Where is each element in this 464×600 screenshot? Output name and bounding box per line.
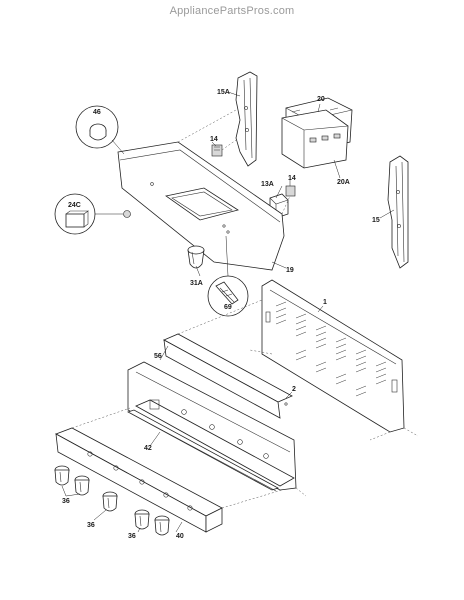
- label-14-upper: 14: [210, 136, 218, 143]
- part-36-knob-c[interactable]: [102, 491, 118, 512]
- part-20a-board[interactable]: [281, 109, 349, 169]
- part-15a-bracket[interactable]: [235, 71, 258, 167]
- label-36-left: 36: [62, 498, 70, 505]
- part-19-control-panel[interactable]: [117, 109, 291, 271]
- label-20a: 20A: [337, 179, 350, 186]
- part-42-trim-strip[interactable]: [126, 409, 280, 492]
- label-42: 42: [144, 445, 152, 452]
- part-15-bracket[interactable]: [387, 155, 409, 269]
- part-1-rear-panel[interactable]: [249, 279, 419, 441]
- part-36-knob-d[interactable]: [134, 509, 150, 530]
- label-36-middle: 36: [87, 522, 95, 529]
- label-20: 20: [317, 96, 325, 103]
- part-14-clip-upper[interactable]: [211, 144, 223, 157]
- label-2: 2: [292, 386, 296, 393]
- label-46: 46: [93, 109, 101, 116]
- watermark: AppliancePartsPros.com: [169, 5, 295, 17]
- label-13a: 13A: [261, 181, 274, 188]
- label-1: 1: [323, 299, 327, 306]
- label-31a: 31A: [190, 280, 203, 287]
- label-15a: 15A: [217, 89, 230, 96]
- callout-circle-24c: [54, 193, 123, 235]
- part-36-knob-b[interactable]: [74, 475, 90, 496]
- callout-circle-69: [207, 235, 249, 317]
- label-40: 40: [176, 533, 184, 540]
- part-2-manifold-panel[interactable]: [127, 361, 307, 497]
- part-36-knob-e[interactable]: [154, 515, 170, 536]
- label-19: 19: [286, 267, 294, 274]
- leader-lines: [61, 91, 395, 533]
- callout-labels: 46 24C 69 15A 14 20 20A 13A 14 15 19 31A…: [62, 89, 380, 540]
- part-14-clip-right[interactable]: [285, 185, 296, 197]
- label-24c: 24C: [68, 202, 81, 209]
- label-15: 15: [372, 217, 380, 224]
- part-40-front-frame[interactable]: [55, 407, 283, 533]
- label-14-right: 14: [288, 175, 296, 182]
- part-36-knob-a[interactable]: [54, 465, 70, 486]
- part-31a-knob[interactable]: [187, 245, 205, 269]
- label-56: 56: [154, 353, 162, 360]
- label-69: 69: [224, 304, 232, 311]
- label-36-right: 36: [128, 533, 136, 540]
- part-24c-item[interactable]: [123, 210, 131, 218]
- callout-circle-46: [75, 105, 125, 155]
